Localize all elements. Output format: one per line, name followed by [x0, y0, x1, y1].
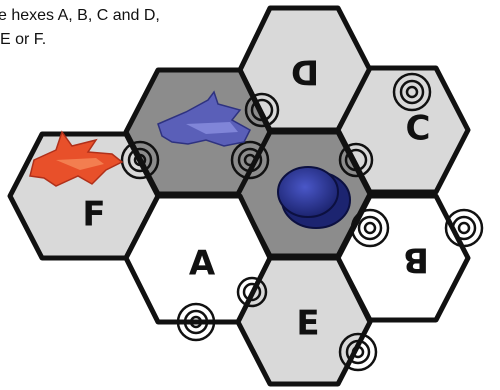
hex-d-label: D [291, 52, 319, 92]
hex-b-label: B [403, 240, 429, 280]
hex-c-label: C [406, 109, 431, 149]
hex-e[interactable]: E [238, 258, 370, 384]
hex-f-label: F [82, 195, 105, 235]
hex-e-label: E [296, 304, 319, 344]
hex-a-label: A [189, 244, 216, 284]
